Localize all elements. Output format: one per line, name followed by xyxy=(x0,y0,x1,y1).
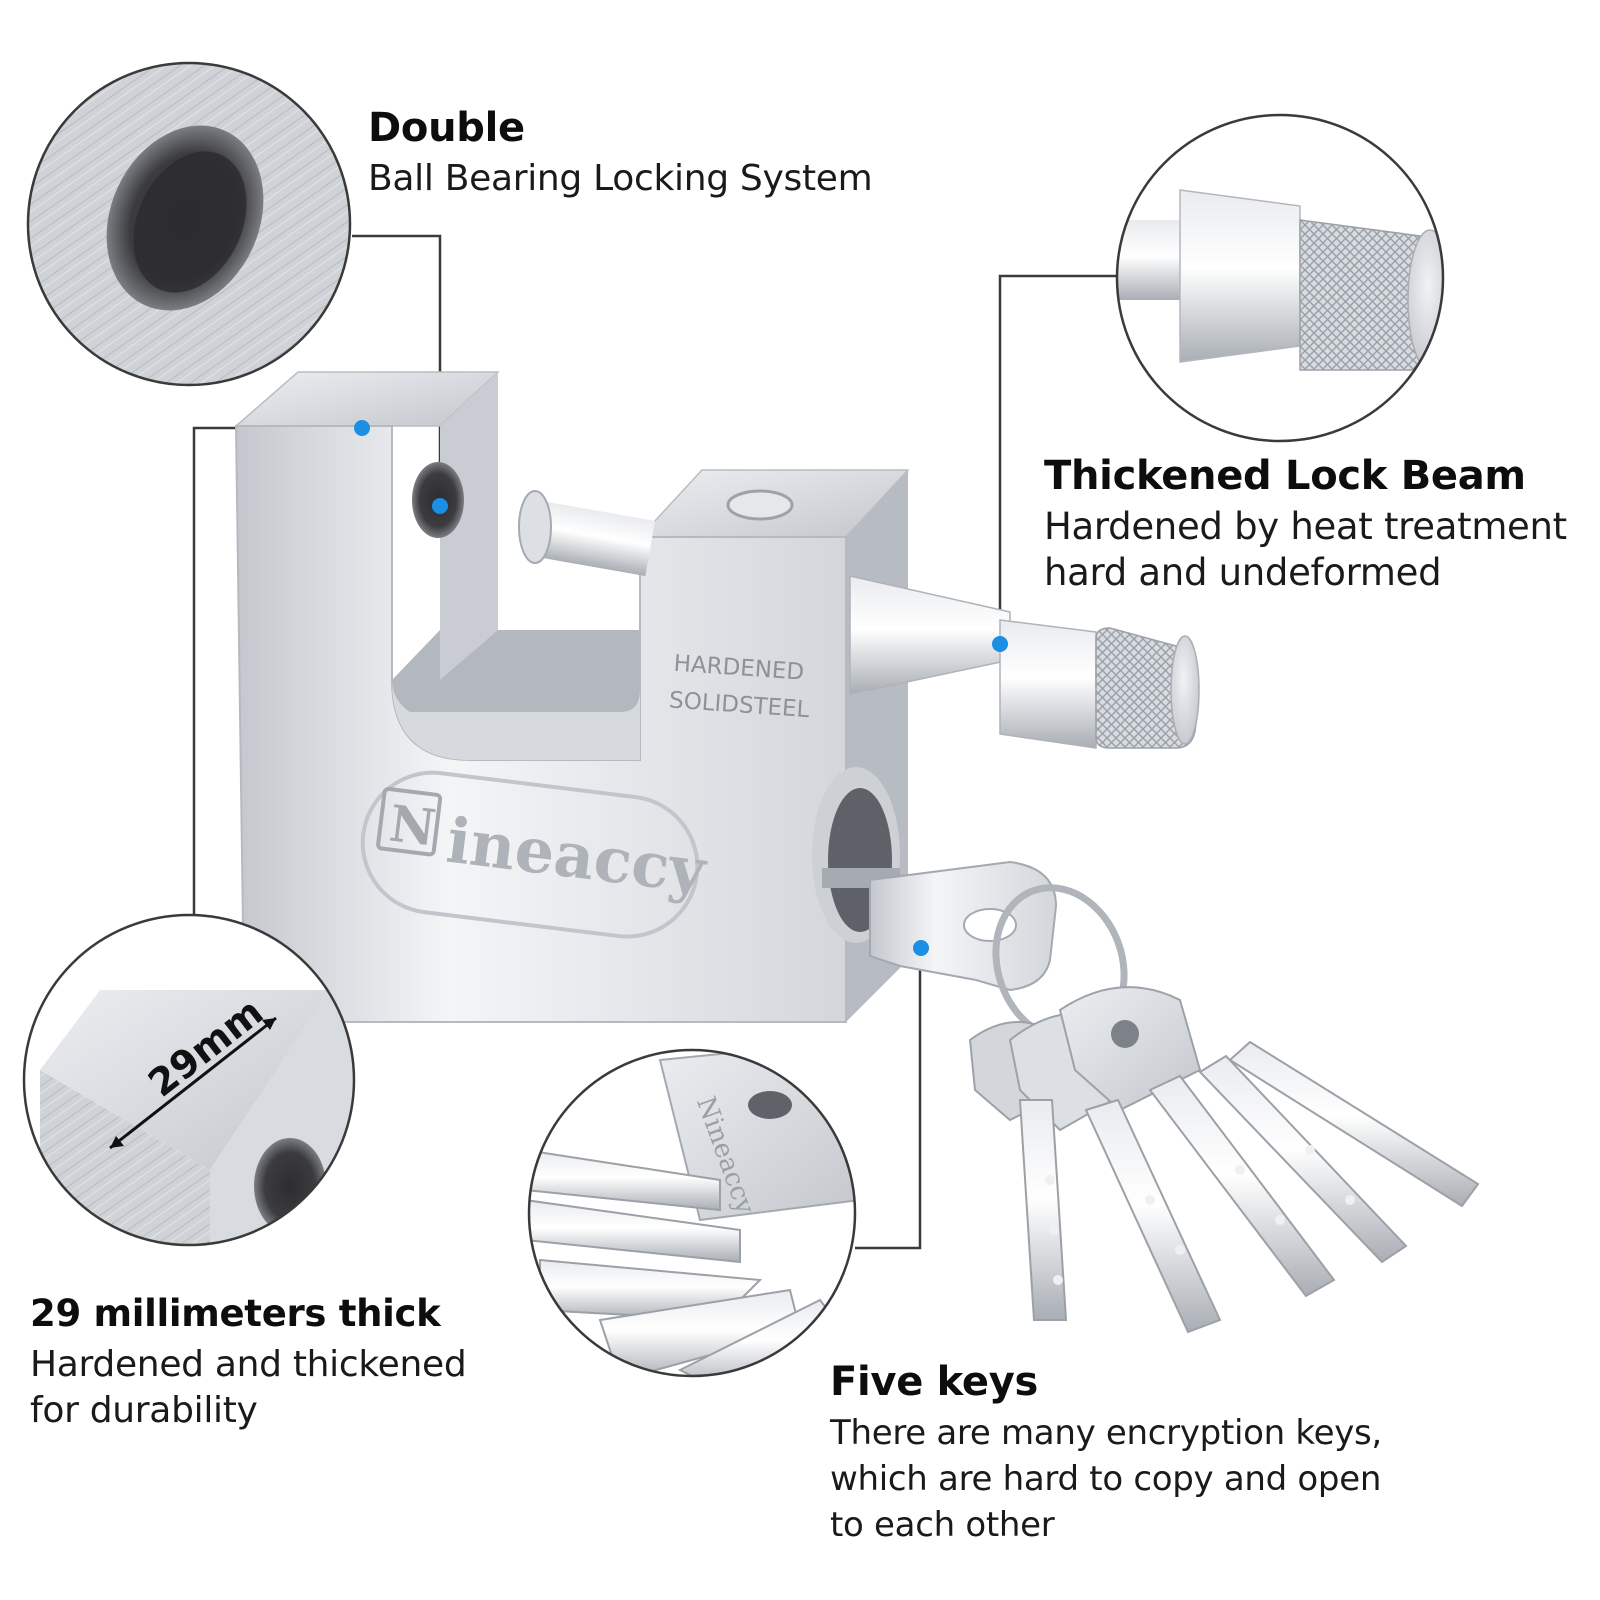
callout-title: 29 millimeters thick xyxy=(30,1292,441,1335)
callout-title: Thickened Lock Beam xyxy=(1044,453,1526,499)
padlock: HARDENED SOLIDSTEEL N ineaccy xyxy=(233,371,1200,1023)
marker-hole xyxy=(432,498,448,514)
detail-ball-bearing xyxy=(26,61,352,387)
detail-lock-beam xyxy=(1115,113,1445,443)
marker-top xyxy=(354,420,370,436)
markers xyxy=(354,420,1008,956)
key-bundle xyxy=(869,860,1480,1334)
callout-lock-beam: Thickened Lock Beam Hardened by heat tre… xyxy=(1044,452,1567,596)
callout-five-keys: Five keys There are many encryption keys… xyxy=(830,1358,1382,1548)
callout-title: Five keys xyxy=(830,1359,1039,1405)
brand-oval xyxy=(360,770,700,939)
callout-thickness: 29 millimeters thick Hardened and thicke… xyxy=(30,1290,467,1434)
callout-description: Ball Bearing Locking System xyxy=(368,158,873,199)
callout-double-locking: Double Ball Bearing Locking System xyxy=(368,104,873,202)
callout-description: There are many encryption keys, which ar… xyxy=(830,1413,1382,1545)
callout-title: Double xyxy=(368,105,525,151)
callout-description: Hardened by heat treatment hard and unde… xyxy=(1044,505,1567,594)
marker-key xyxy=(913,940,929,956)
leader-keys xyxy=(855,948,922,1250)
brand-mark: N xyxy=(386,794,439,858)
lock-beam xyxy=(518,490,1200,749)
marker-beam xyxy=(992,636,1008,652)
callout-description: Hardened and thickened for durability xyxy=(30,1344,467,1431)
leader-beam xyxy=(998,274,1118,644)
detail-keys: Nineaccy xyxy=(527,1048,857,1378)
